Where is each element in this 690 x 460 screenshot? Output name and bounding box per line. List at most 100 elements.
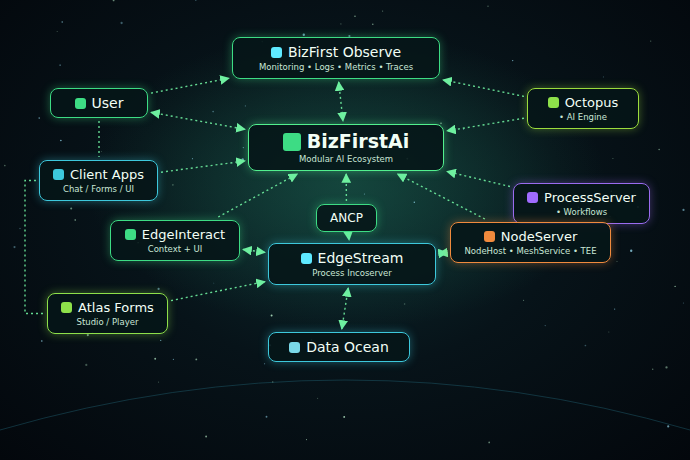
star xyxy=(354,15,355,16)
title-row: NodeServer xyxy=(484,228,578,245)
star xyxy=(665,366,667,368)
connector xyxy=(151,112,245,129)
edgestream-box: EdgeStreamProcess Incoserver xyxy=(268,243,436,285)
star xyxy=(13,246,15,248)
star xyxy=(271,315,273,317)
title-row: Client Apps xyxy=(53,166,144,183)
star xyxy=(306,439,307,440)
star xyxy=(404,303,406,305)
star xyxy=(157,288,159,290)
star xyxy=(120,22,122,24)
node-subtitle: Studio / Player xyxy=(77,316,139,328)
connector xyxy=(398,174,485,219)
star xyxy=(488,442,490,444)
star xyxy=(4,165,6,167)
title-row: ProcessServer xyxy=(527,189,636,206)
connector xyxy=(348,235,350,240)
star xyxy=(682,209,684,211)
star xyxy=(266,416,268,418)
node-title: Atlas Forms xyxy=(78,299,154,316)
data-ocean-box: Data Ocean xyxy=(268,332,410,362)
node-title: NodeServer xyxy=(501,228,578,245)
star xyxy=(650,40,651,41)
star xyxy=(585,345,587,347)
star xyxy=(614,308,615,309)
star xyxy=(317,397,319,399)
star xyxy=(602,76,604,78)
star xyxy=(101,150,103,152)
star xyxy=(61,21,62,22)
title-row: User xyxy=(75,94,124,112)
star xyxy=(343,416,345,418)
icon xyxy=(484,231,495,242)
title-row: BizFirstAi xyxy=(283,130,410,153)
star xyxy=(658,149,660,151)
star xyxy=(85,364,87,366)
connector xyxy=(342,288,348,329)
star xyxy=(243,147,244,148)
title-row: EdgeInteract xyxy=(125,226,225,243)
edgeinteract-box: EdgeInteractContext + UI xyxy=(110,220,240,261)
star xyxy=(364,193,365,194)
icon xyxy=(125,229,136,240)
processserver-box: ProcessServer• Workflows xyxy=(513,183,650,224)
star xyxy=(242,158,244,160)
star xyxy=(245,105,246,106)
star xyxy=(154,358,156,360)
octopus-box: Octopus• AI Engine xyxy=(527,88,639,129)
icon xyxy=(289,342,300,353)
star xyxy=(667,425,669,427)
protocol-box: ANCP xyxy=(316,204,377,232)
atlas-forms-box: Atlas FormsStudio / Player xyxy=(47,293,168,334)
node-title: User xyxy=(92,94,124,112)
title-row: EdgeStream xyxy=(301,249,404,267)
star xyxy=(74,219,75,220)
star xyxy=(212,111,214,113)
star xyxy=(264,363,265,364)
node-title: BizFirst Observe xyxy=(288,43,401,61)
star xyxy=(683,303,684,304)
star xyxy=(172,184,174,186)
node-subtitle: • AI Engine xyxy=(559,111,607,123)
connector xyxy=(439,252,447,254)
star xyxy=(173,359,174,360)
title-row: Octopus xyxy=(548,94,619,111)
star xyxy=(652,368,653,369)
icon xyxy=(53,169,64,180)
star xyxy=(616,261,618,263)
star xyxy=(303,34,305,36)
observe-box: BizFirst ObserveMonitoring • Logs • Metr… xyxy=(232,37,440,79)
connector xyxy=(171,282,265,301)
icon xyxy=(61,302,72,313)
title-row: Atlas Forms xyxy=(61,299,154,316)
star xyxy=(195,358,197,360)
star xyxy=(675,286,676,287)
icon xyxy=(301,253,312,264)
node-title: Octopus xyxy=(565,94,619,111)
star xyxy=(60,140,62,142)
connector xyxy=(243,250,265,253)
connector xyxy=(25,181,44,314)
star xyxy=(372,23,374,25)
star xyxy=(487,6,488,7)
node-title: Client Apps xyxy=(70,166,144,183)
node-subtitle: NodeHost • MeshService • TEE xyxy=(464,245,596,257)
node-title: BizFirstAi xyxy=(307,130,410,153)
star xyxy=(57,31,58,32)
client-apps-box: Client AppsChat / Forms / UI xyxy=(39,160,158,201)
node-subtitle: Process Incoserver xyxy=(312,267,392,279)
connector xyxy=(447,172,510,187)
star xyxy=(59,64,60,65)
node-title: EdgeStream xyxy=(318,249,404,267)
star xyxy=(70,208,72,210)
star xyxy=(213,282,215,284)
node-subtitle: Context + UI xyxy=(148,243,203,255)
nodeserver-box: NodeServerNodeHost • MeshService • TEE xyxy=(450,222,611,263)
connector xyxy=(218,174,297,217)
star xyxy=(160,340,161,341)
star xyxy=(87,334,89,336)
star xyxy=(205,436,207,438)
star xyxy=(382,10,383,11)
title-row: Data Ocean xyxy=(289,338,389,356)
node-title: Data Ocean xyxy=(306,338,389,356)
